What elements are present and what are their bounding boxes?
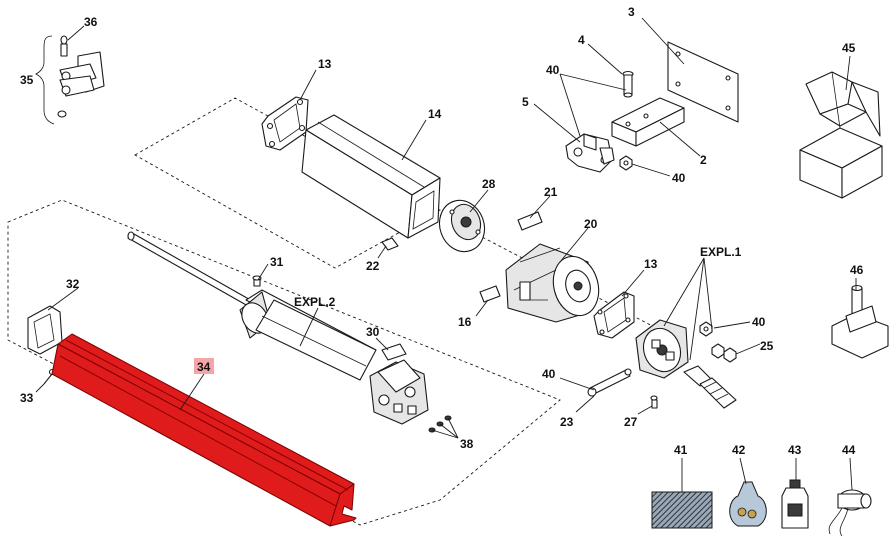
callout-25: 25 (760, 339, 774, 353)
expl2-end-head (369, 359, 429, 425)
callout-labels: 36 35 13 14 3 4 40 5 2 40 45 28 21 20 22… (20, 5, 864, 457)
part-32-end-cap (27, 305, 63, 355)
callout-3: 3 (628, 5, 635, 19)
part-13-end-plate-upper (261, 96, 309, 151)
callout-14: 14 (428, 107, 442, 121)
part-45-box (799, 71, 883, 199)
callout-44: 44 (842, 443, 856, 457)
callout-30: 30 (366, 325, 380, 339)
part-44-capacitor (828, 489, 872, 537)
callout-40-nut: 40 (672, 171, 686, 185)
callout-35: 35 (20, 73, 34, 87)
part-21-key (517, 211, 543, 231)
upper-assembly-outline (134, 97, 441, 269)
callout-5: 5 (522, 95, 529, 109)
part-36-35-hinge-bracket (35, 35, 105, 125)
callout-expl1: EXPL.1 (700, 245, 742, 259)
part-20-motor (505, 243, 600, 323)
callout-38: 38 (460, 437, 474, 451)
callout-34-highlight-box (194, 358, 214, 374)
callout-40-bolt: 40 (542, 367, 556, 381)
part-43-oil-bottle (781, 479, 809, 529)
expl2-spindle-assembly (127, 231, 377, 381)
part-42-parts-bag (729, 481, 767, 527)
callout-20: 20 (584, 217, 598, 231)
part-40-nut-upper (619, 155, 633, 171)
callout-32: 32 (66, 277, 80, 291)
part-25-nuts (711, 343, 737, 363)
lower-assembly-outline (7, 199, 561, 526)
callout-16: 16 (458, 315, 472, 329)
callout-23: 23 (560, 415, 574, 429)
part-30-plate (381, 343, 407, 361)
part-41-mesh-gasket (651, 491, 713, 529)
callout-4: 4 (578, 33, 585, 47)
callout-13-lower: 13 (644, 257, 658, 271)
part-28-flange (438, 199, 486, 253)
callout-21: 21 (544, 185, 558, 199)
callout-34: 34 (197, 360, 211, 374)
part-4-pin (622, 70, 634, 98)
part-22-small-key (381, 237, 399, 251)
part-31-screw (252, 275, 262, 287)
callout-33: 33 (20, 391, 34, 405)
callout-31: 31 (270, 255, 284, 269)
part-16-key (479, 285, 501, 303)
part-2-block (611, 97, 685, 147)
callout-42: 42 (732, 443, 746, 457)
part-34-cover-profile-highlighted (51, 333, 357, 527)
part-13-end-plate-lower (593, 291, 635, 339)
leader-lines (35, 17, 857, 492)
expl1-shaft (683, 365, 737, 409)
callout-2: 2 (700, 153, 707, 167)
part-14-square-tube (301, 114, 441, 239)
callout-43: 43 (788, 443, 802, 457)
part-5-fork-bracket (565, 133, 615, 173)
part-23-bolt (587, 368, 632, 397)
callout-27: 27 (624, 415, 638, 429)
part-27-screw (650, 395, 658, 409)
callout-22: 22 (366, 259, 380, 273)
part-46-release-key (831, 284, 889, 359)
callout-28: 28 (482, 177, 496, 191)
callout-13-upper: 13 (318, 57, 332, 71)
callout-40-mid: 40 (752, 315, 766, 329)
part-3-mounting-plate (667, 41, 739, 123)
callout-46: 46 (850, 263, 864, 277)
callout-40-upper: 40 (546, 63, 560, 77)
part-40-nut-mid (699, 321, 713, 337)
callout-36: 36 (84, 15, 98, 29)
expl1-gearbox (635, 319, 689, 379)
callout-41: 41 (674, 443, 688, 457)
callout-expl2: EXPL.2 (294, 295, 336, 309)
callout-45: 45 (842, 41, 856, 55)
